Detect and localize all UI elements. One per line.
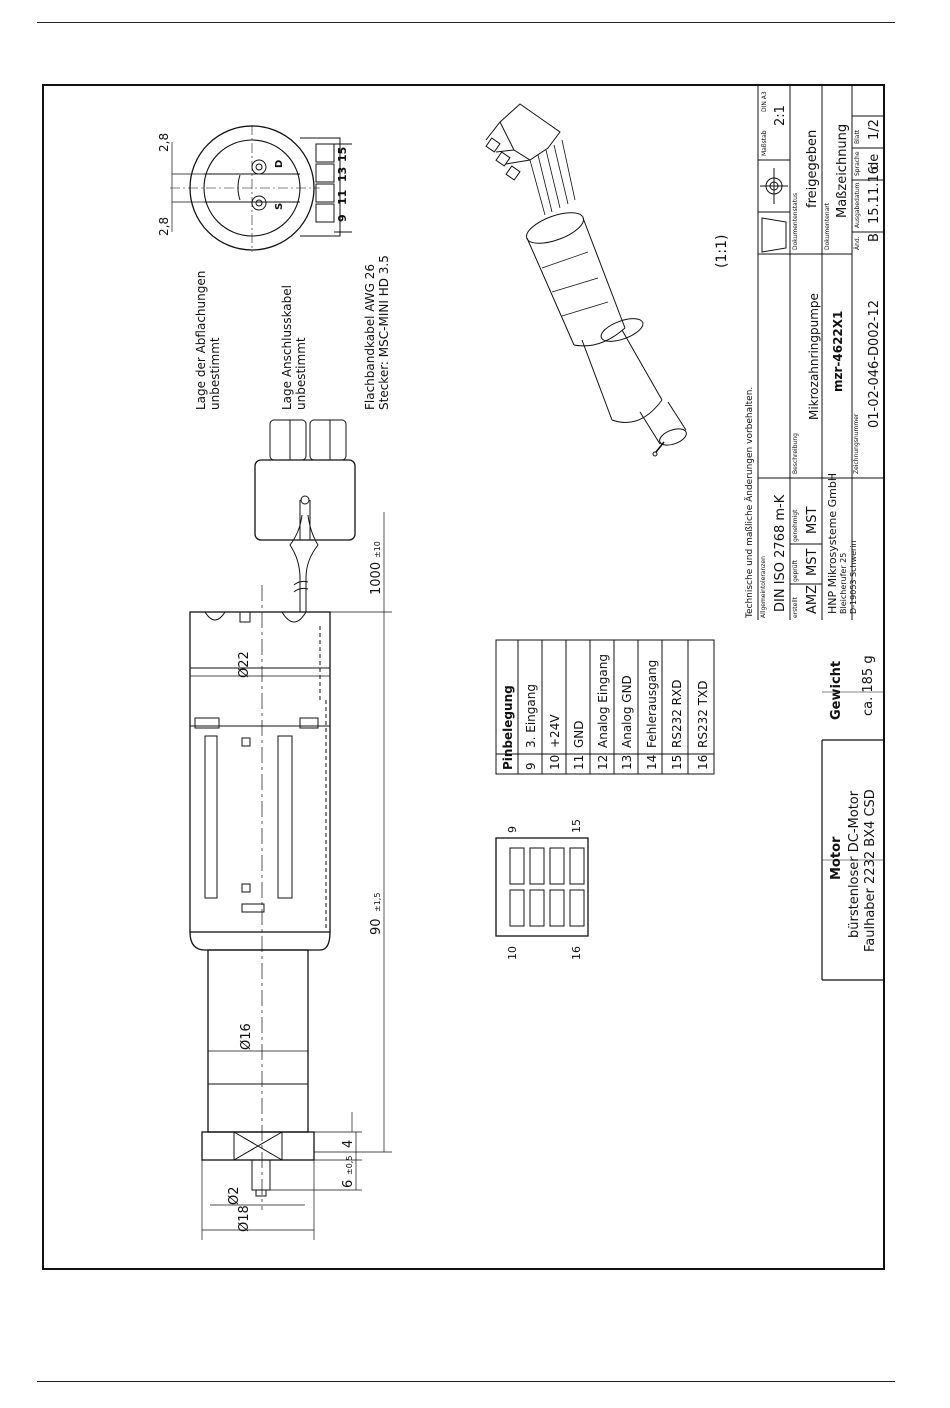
- title-block: [757, 86, 885, 620]
- flats-note-line2: unbestimmt: [208, 337, 222, 410]
- date-label: Ausgabedatum: [854, 182, 861, 228]
- motor-header: Motor: [829, 836, 844, 880]
- city: D-19053 Schwerin: [849, 540, 858, 614]
- scale-label: Maßstab: [761, 130, 768, 156]
- street: Bleicherufer 25: [839, 553, 848, 614]
- dim-d18: Ø18: [237, 1205, 252, 1232]
- pinout-label: Analog Eingang: [596, 654, 610, 748]
- description-label: Beschreibung: [792, 433, 799, 474]
- doctype-value: Maßzeichnung: [835, 124, 850, 218]
- footer-rule: [37, 1381, 895, 1382]
- pump-isometric-view: [485, 103, 687, 457]
- pinout-rows: 9 3. Eingang 10 +24V 11 GND 12 Analog Ei…: [524, 654, 710, 770]
- weight-header: Gewicht: [829, 661, 844, 720]
- dim-length-1000: 1000: [369, 562, 384, 595]
- pinout-label: Fehlerausgang: [645, 660, 659, 748]
- checked-value: MST: [805, 549, 820, 576]
- pinout-label: RS232 TXD: [696, 681, 710, 748]
- drawing-sheet: [42, 84, 885, 1270]
- dim-flat-top: 2,8: [157, 133, 171, 152]
- rev-value: B: [867, 233, 882, 242]
- dim-flat-bottom: 2,8: [157, 217, 171, 236]
- pump-end-view: [170, 125, 352, 252]
- pinout-table: [495, 639, 715, 775]
- dim-length-6-tol: ±0,5: [345, 1156, 354, 1175]
- dim-length-90-tol: ±1,5: [373, 893, 382, 912]
- pinout-label: GND: [572, 720, 586, 748]
- header-rule: [37, 22, 895, 23]
- pinout-label: RS232 RXD: [670, 680, 684, 748]
- end-pin-13: 13: [336, 167, 349, 182]
- company: HNP Mikrosysteme GmbH: [826, 473, 839, 614]
- motor-table: [821, 691, 885, 981]
- scale-value: 2:1: [773, 105, 788, 126]
- connector-label-9: 9: [506, 826, 519, 833]
- drawing-no-label: Zeichnungsnummer: [853, 413, 860, 474]
- description-line1: Mikrozahnringpumpe: [807, 293, 821, 420]
- rev-label: Änd.: [854, 236, 861, 250]
- title-block-text: Technische und maßliche Änderungen vorbe…: [744, 91, 882, 619]
- pinout-label: Analog GND: [620, 675, 634, 748]
- pinout-label: +24V: [548, 714, 562, 748]
- connector-label-15: 15: [570, 819, 583, 833]
- tolerances-value: DIN ISO 2768 m-K: [773, 494, 788, 612]
- status-label: Dokumentenstatus: [792, 193, 799, 250]
- sheet-value: 1/2: [867, 119, 882, 140]
- motor-line1: bürstenloser DC-Motor: [847, 790, 862, 938]
- flats-note-line1: Lage der Abflachungen: [194, 271, 208, 410]
- pinout-label: 3. Eingang: [524, 684, 538, 748]
- lang-value: de: [867, 154, 882, 170]
- connector-note-line2: Stecker: MSC-MINI HD 3.5: [377, 255, 391, 410]
- checked-label: geprüft: [792, 559, 799, 582]
- drawing-no: 01-02-046-D002-12: [867, 300, 882, 428]
- pin-letter-d: D: [274, 160, 285, 168]
- reserve-note: Technische und maßliche Änderungen vorbe…: [744, 387, 755, 619]
- dimension-lines: [190, 512, 392, 1240]
- approved-value: MST: [805, 507, 820, 534]
- pump-side-view: [189, 419, 356, 1210]
- end-pin-11: 11: [336, 190, 349, 205]
- dim-length-4: 4: [341, 1140, 356, 1148]
- dim-d16: Ø16: [239, 1023, 254, 1050]
- connector-face: [495, 837, 589, 937]
- dim-length-1000-tol: ±10: [373, 541, 382, 558]
- pinout-pin: 11: [572, 755, 586, 770]
- connector-label-10: 10: [506, 946, 519, 960]
- created-value: AMZ: [805, 585, 820, 614]
- end-pin-15: 15: [336, 147, 349, 162]
- dim-length-6: 6: [341, 1180, 356, 1188]
- dim-length-90: 90: [369, 918, 384, 935]
- description-line2: mzr-4622X1: [831, 311, 845, 392]
- dim-d22: Ø22: [237, 651, 252, 678]
- lang-label: Sprache: [854, 151, 861, 176]
- dim-d2: Ø2: [227, 1186, 242, 1205]
- created-label: erstellt: [792, 596, 799, 618]
- pinout-pin: 10: [548, 755, 562, 770]
- cable-note-line1: Lage Anschlusskabel: [280, 285, 294, 410]
- date-value: 15.11.16: [867, 166, 882, 224]
- pin-letter-s: S: [274, 203, 285, 210]
- pinout-pin: 16: [696, 755, 710, 770]
- tolerances-label: Allgemeintoleranzen: [760, 556, 767, 618]
- pinout-pin: 14: [645, 755, 659, 770]
- weight-value: ca. 185 g: [861, 655, 876, 716]
- connector-label-16: 16: [570, 946, 583, 960]
- pinout-pin: 12: [596, 755, 610, 770]
- status-value: freigegeben: [805, 130, 820, 208]
- pinout-title: Pinbelegung: [501, 685, 515, 770]
- connector-note-line1: Flachbandkabel AWG 26: [363, 264, 377, 410]
- pinout-pin: 9: [524, 762, 538, 770]
- format: DIN A3: [761, 91, 768, 112]
- pinout-pin: 15: [670, 755, 684, 770]
- pinout-pin: 13: [620, 755, 634, 770]
- approved-label: genehmigt: [792, 509, 799, 542]
- sheet-label: Blatt: [854, 129, 861, 144]
- cable-note-line2: unbestimmt: [294, 337, 308, 410]
- scale-note: (1:1): [714, 235, 730, 268]
- motor-line2: Faulhaber 2232 BX4 CSD: [863, 789, 878, 952]
- end-pin-9: 9: [336, 214, 349, 222]
- doctype-label: Dokumentenart: [824, 202, 831, 250]
